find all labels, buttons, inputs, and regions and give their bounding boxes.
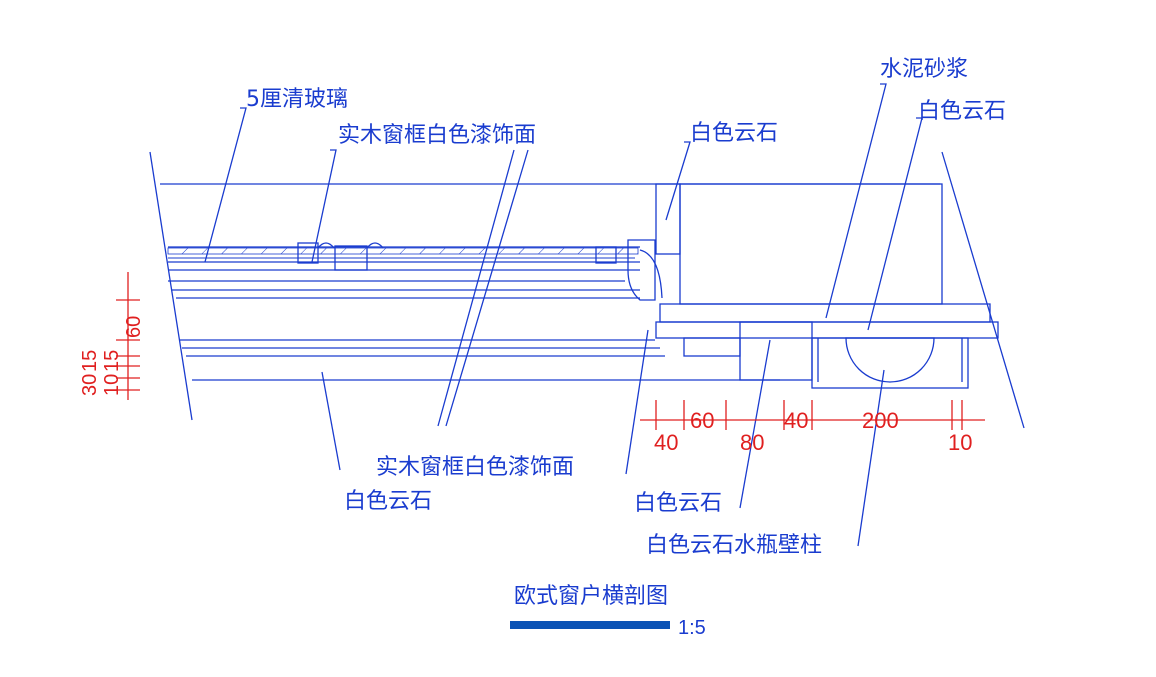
material-labels: 5厘清玻璃 实木窗框白色漆饰面 白色云石 水泥砂浆 白色云石 实木窗框白色漆饰面… — [246, 57, 1006, 558]
dim-v-1: 30 — [79, 374, 101, 396]
dim-h-6: 10 — [948, 430, 972, 455]
dim-h-4: 40 — [784, 408, 808, 433]
label-marble-bottom-left: 白色云石 — [344, 489, 432, 514]
scale-text: 1:5 — [678, 617, 706, 639]
label-pilaster: 白色云石水瓶壁柱 — [646, 533, 822, 558]
label-marble-right: 白色云石 — [918, 99, 1006, 124]
window-frame-section — [149, 149, 940, 427]
title-text: 欧式窗户横剖图 — [514, 584, 668, 609]
dim-h-5: 200 — [862, 408, 899, 433]
dim-h-1: 40 — [654, 430, 678, 455]
vertical-dimensions: 30 15 10 15 60 — [79, 272, 145, 400]
title-underline — [510, 621, 670, 629]
dim-h-2: 60 — [690, 408, 714, 433]
label-glass: 5厘清玻璃 — [246, 87, 348, 112]
label-cement: 水泥砂浆 — [880, 57, 968, 82]
horizontal-dimensions: 40 60 80 40 200 10 — [640, 400, 985, 455]
wall-marble-section — [655, 151, 1025, 429]
leader-lines — [204, 83, 923, 547]
dim-v-4: 15 — [101, 350, 123, 372]
dim-v-2: 15 — [79, 350, 101, 372]
label-frame-top: 实木窗框白色漆饰面 — [338, 123, 536, 148]
label-marble-top: 白色云石 — [690, 121, 778, 146]
dim-v-3: 10 — [101, 374, 123, 396]
dim-v-5: 60 — [123, 316, 145, 338]
dim-h-3: 80 — [740, 430, 764, 455]
label-frame-bottom: 实木窗框白色漆饰面 — [376, 455, 574, 480]
label-marble-bottom: 白色云石 — [634, 491, 722, 516]
drawing-title: 欧式窗户横剖图 1:5 — [510, 584, 706, 639]
